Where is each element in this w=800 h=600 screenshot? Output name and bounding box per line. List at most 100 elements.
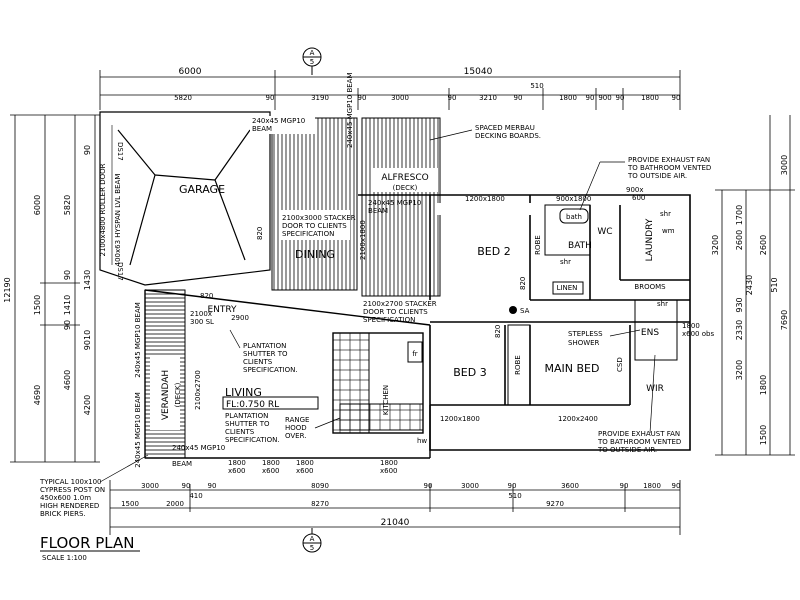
note-post-l3: 450x600 1.0m [40, 494, 91, 502]
note-exhaust-top: PROVIDE EXHAUST FAN TO BATHROOM VENTED T… [579, 156, 711, 211]
window-w10-l1: 1800 [380, 459, 398, 467]
beam-top1-bg [250, 116, 315, 134]
dim-seg-2: 90 [266, 94, 275, 102]
window-w2: 900x1800 [556, 195, 591, 203]
dim-bottom-r1-4: 8090 [311, 482, 329, 490]
room-wir: WIR [646, 384, 664, 394]
dim-left-e: 90 [63, 270, 72, 280]
dim-left-c: 4690 [33, 385, 42, 405]
leader-plantation1 [229, 329, 241, 349]
label-sa: SA [520, 307, 530, 315]
dim-seg-10: 90 [586, 94, 595, 102]
room-bed3: BED 3 [453, 366, 486, 379]
label-shr-laundry: shr [660, 210, 671, 218]
dim-bottom-r1-7: 90 [508, 482, 517, 490]
window-w8-l2: x600 [262, 467, 280, 475]
note-exhaust-top-l2: TO BATHROOM VENTED [627, 164, 711, 172]
window-w5: 1200x1800 [440, 415, 480, 423]
note-stacker2-l2: DOOR TO CLIENTS [363, 308, 428, 316]
robe2-outline [507, 324, 531, 406]
label-shr-bath: shr [560, 258, 571, 266]
note-exhaust-bottom-l3: TO OUTSIDE AIR. [597, 446, 657, 454]
note-decking-l1: SPACED MERBAU [475, 124, 535, 132]
note-beam-top1-l1: 240x45 MGP10 [252, 117, 305, 125]
dim-seg-8: 90 [514, 94, 523, 102]
dim-bottom-r2-6: 9270 [546, 500, 564, 508]
plan-title: FLOOR PLAN [40, 534, 134, 552]
note-beam-alfresco-l2: BEAM [368, 207, 388, 215]
section-marker-bottom: A 5 [302, 528, 322, 553]
dim-right-c: 2600 [735, 230, 744, 250]
dim-top-6000: 6000 [179, 67, 202, 77]
plan-scale: SCALE 1:100 [42, 554, 87, 562]
dim-right-e: 2600 [759, 235, 768, 255]
dim-seg-9: 1800 [559, 94, 577, 102]
dim-seg-1: 5820 [174, 94, 192, 102]
note-stepless-l2: SHOWER [568, 339, 600, 347]
bathtub [559, 208, 589, 224]
note-beam-ver-side2: 240x45 MGP10 BEAM [134, 392, 142, 468]
top-dimensions [99, 70, 681, 110]
note-exhaust-bottom-l2: TO BATHROOM VENTED [597, 438, 681, 446]
room-bath: BATH [568, 241, 592, 251]
note-post-l5: BRICK PIERS. [40, 510, 86, 518]
label-fridge: fr [412, 350, 417, 358]
bathtub-label: bath [566, 213, 582, 221]
dim-right-i: 3200 [735, 360, 744, 380]
dim-seg-7: 3210 [479, 94, 497, 102]
dim-misc-4: 820 [519, 277, 527, 290]
window-w11: 2100x1800 [359, 220, 367, 260]
dim-right-a: 3000 [780, 155, 789, 175]
left-dimensions [10, 114, 100, 463]
dim-right-g: 930 [735, 297, 744, 312]
dim-seg-13: 1800 [641, 94, 659, 102]
note-sl-l1: 2100x [190, 310, 212, 318]
windows-top-bg [437, 203, 587, 215]
note-plantation2-l2: SHUTTER TO [225, 420, 270, 428]
dim-seg-14: 90 [672, 94, 681, 102]
dim-bottom-r2-3: 410 [189, 492, 202, 500]
dim-left-j: 1430 [83, 270, 92, 290]
dim-misc-1: 820 [256, 227, 264, 240]
note-stacker2-l1: 2100x2700 STACKER [363, 300, 437, 308]
note-stepless-l1: STEPLESS [568, 330, 603, 338]
window-w7-l1: 1800 [228, 459, 246, 467]
dim-right-b: 3200 [711, 235, 720, 255]
dim-seg-4: 90 [358, 94, 367, 102]
dim-left-d: 5820 [63, 195, 72, 215]
room-entry: ENTRY [207, 305, 237, 315]
note-ds17-a: DS17 [116, 142, 124, 161]
right-dimensions [715, 115, 795, 456]
leader-rangehood [314, 417, 341, 429]
dim-left-b: 1500 [33, 295, 42, 315]
label-wm: wm [662, 227, 675, 235]
dim-top-15040: 15040 [464, 67, 493, 77]
room-kitchen: KITCHEN [382, 385, 390, 415]
alfresco-deck-right [361, 117, 441, 297]
section-num-bottom: 5 [310, 544, 314, 552]
right-dim-labels: 3000 7690 510 3200 2600 2600 1700 2430 9… [711, 155, 789, 445]
note-stacker1-l3: SPECIFICATION [282, 230, 334, 238]
window-w12: 2100x2700 [194, 370, 202, 410]
room-dining: DINING [295, 248, 335, 261]
dim-seg-3: 3190 [311, 94, 329, 102]
linen-outline [552, 281, 584, 295]
window-w3: 900x [626, 186, 644, 194]
note-post-l4: HIGH RENDERED [40, 502, 99, 510]
dim-left-k: 4200 [83, 395, 92, 415]
room-robe-1: ROBE [534, 235, 542, 255]
dim-seg-5: 3000 [391, 94, 409, 102]
bottom-dimensions [109, 480, 681, 535]
note-rangehood-l3: OVER. [285, 432, 306, 440]
stacker1-label-bg [280, 210, 350, 240]
dim-right-l: 510 [770, 277, 779, 292]
room-alfresco-sub: (DECK) [393, 184, 418, 192]
note-decking-l2: DECKING BOARDS. [475, 132, 541, 140]
window-w9-l1: 1800 [296, 459, 314, 467]
verandah-label-bg [150, 355, 180, 430]
note-post-l1: TYPICAL 100x100 [39, 478, 102, 486]
garage-structure [99, 111, 271, 286]
room-ens: ENS [641, 328, 659, 338]
fridge [407, 341, 423, 363]
room-robe-2: ROBE [514, 355, 522, 375]
